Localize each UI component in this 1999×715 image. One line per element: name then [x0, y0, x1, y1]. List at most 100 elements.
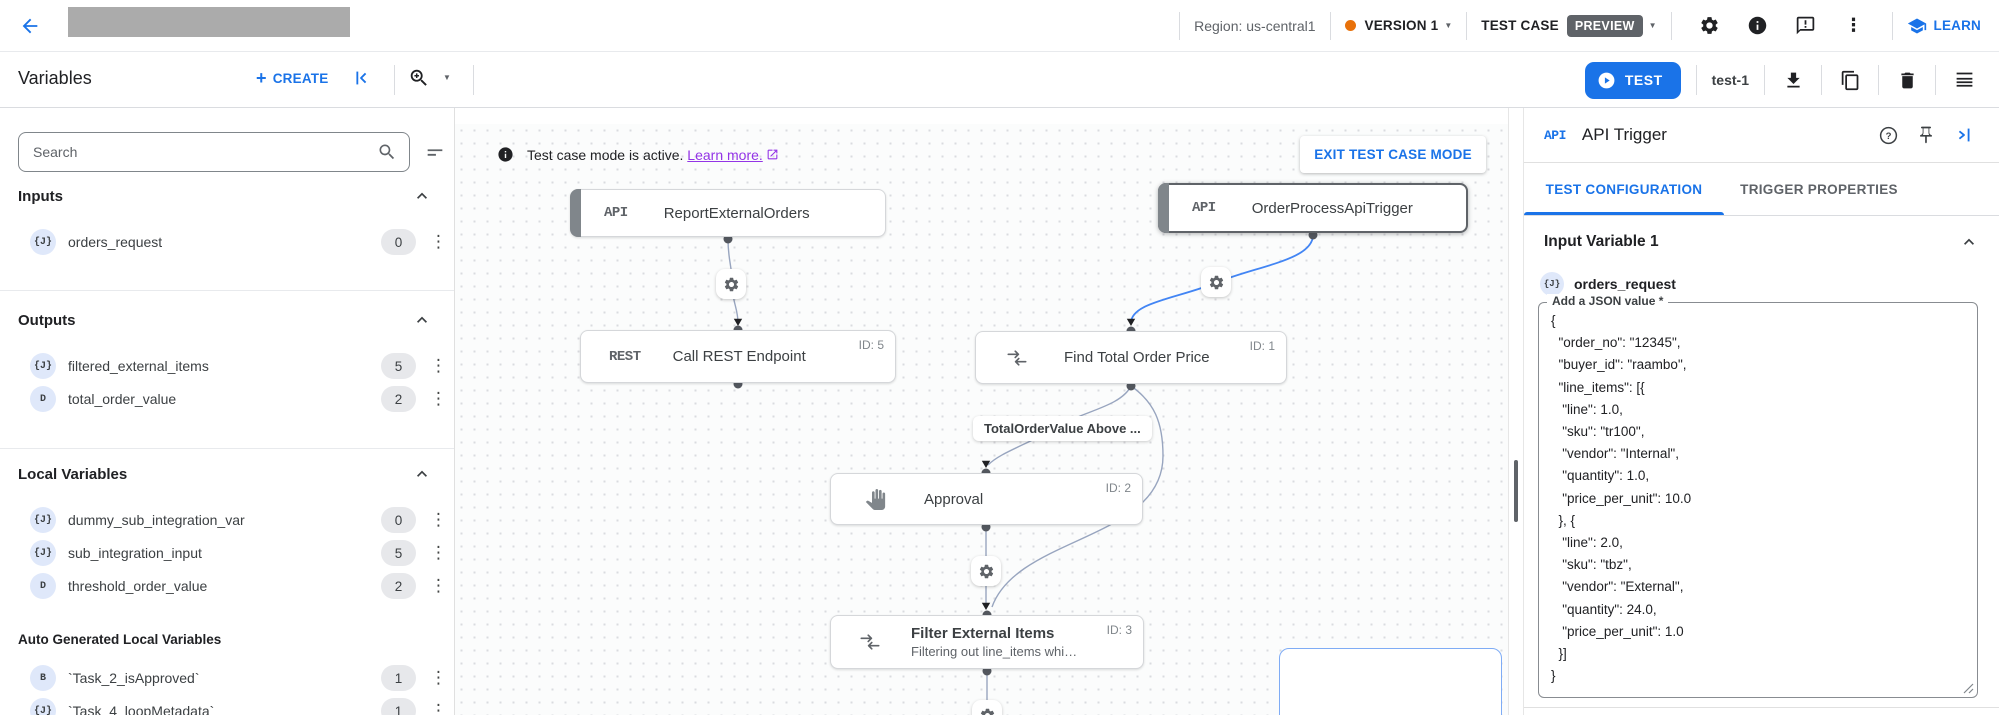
- divider: [1179, 11, 1181, 40]
- divider: [0, 290, 454, 291]
- api-trigger-accent-bar: [570, 189, 581, 237]
- play-icon: [1598, 72, 1615, 88]
- tab-trigger-properties[interactable]: TRIGGER PROPERTIES: [1740, 181, 1898, 197]
- variable-row[interactable]: D threshold_order_value 2 ⋮: [30, 572, 447, 600]
- edge-settings-gear-icon[interactable]: [971, 556, 1001, 586]
- json-type-icon: {J}: [30, 353, 56, 379]
- variable-row[interactable]: {J} orders_request 0 ⋮: [30, 228, 447, 256]
- settings-gear-icon[interactable]: [1697, 13, 1723, 39]
- chevron-up-icon[interactable]: [1959, 232, 1979, 252]
- node-filter-external-items[interactable]: Filter External Items Filtering out line…: [830, 615, 1144, 669]
- edge-condition-label[interactable]: TotalOrderValue Above ...: [973, 416, 1152, 441]
- variable-row[interactable]: B `Task_2_isApproved` 1 ⋮: [30, 664, 447, 692]
- divider: [1466, 11, 1468, 40]
- variable-row[interactable]: {J} filtered_external_items 5 ⋮: [30, 352, 447, 380]
- json-value-text[interactable]: { "order_no": "12345", "buyer_id": "raam…: [1551, 313, 1692, 684]
- node-id: ID: 5: [858, 338, 884, 352]
- count-badge: 5: [381, 540, 416, 566]
- tab-test-configuration[interactable]: TEST CONFIGURATION: [1524, 163, 1724, 215]
- chevron-down-icon: ▼: [1444, 20, 1453, 30]
- node-find-total-order-price[interactable]: Find Total Order Price ID: 1: [975, 331, 1287, 384]
- redacted-title-block: [68, 7, 350, 37]
- menu-list-icon[interactable]: [1951, 67, 1977, 93]
- variable-row[interactable]: D total_order_value 2 ⋮: [30, 385, 447, 413]
- local-variables-section-header: Local Variables: [18, 464, 432, 484]
- edge-settings-gear-icon[interactable]: [972, 700, 1002, 715]
- test-case-name[interactable]: test-1: [1711, 72, 1749, 88]
- approval-hand-icon: [865, 488, 886, 510]
- more-vert-icon[interactable]: ⋮: [430, 389, 447, 408]
- version-dropdown[interactable]: VERSION 1 ▼: [1344, 18, 1453, 33]
- more-vert-icon[interactable]: ⋮: [1844, 15, 1863, 35]
- data-mapping-icon: [1007, 349, 1027, 366]
- zoom-in-icon: [410, 69, 427, 86]
- more-vert-icon[interactable]: ⋮: [430, 510, 447, 529]
- plus-icon: +: [256, 68, 267, 88]
- download-icon[interactable]: [1780, 67, 1806, 93]
- variable-row[interactable]: {J} sub_integration_input 5 ⋮: [30, 539, 447, 567]
- chevron-up-icon[interactable]: [412, 310, 432, 330]
- preview-badge: PREVIEW: [1566, 14, 1643, 37]
- chevron-up-icon[interactable]: [412, 186, 432, 206]
- integration-canvas[interactable]: Test case mode is active. Learn more. EX…: [455, 108, 1508, 715]
- json-type-icon: {J}: [1540, 272, 1564, 296]
- exit-test-case-mode-button[interactable]: EXIT TEST CASE MODE: [1300, 136, 1486, 173]
- panel-gutter: [1508, 108, 1524, 715]
- search-input[interactable]: [19, 144, 377, 160]
- feedback-icon[interactable]: [1793, 13, 1819, 39]
- scrollbar-thumb[interactable]: [1514, 460, 1518, 522]
- more-vert-icon[interactable]: ⋮: [430, 701, 447, 715]
- more-vert-icon[interactable]: ⋮: [430, 543, 447, 562]
- info-icon[interactable]: [1745, 13, 1771, 39]
- count-badge: 0: [381, 507, 416, 533]
- test-case-dropdown[interactable]: TEST CASE PREVIEW ▼: [1481, 14, 1657, 37]
- more-vert-icon[interactable]: ⋮: [430, 576, 447, 595]
- variable-row[interactable]: {J} `Task_4_loopMetadata` 1 ⋮: [30, 697, 447, 715]
- search-box: [18, 132, 410, 172]
- variable-row[interactable]: {J} dummy_sub_integration_var 0 ⋮: [30, 506, 447, 534]
- node-report-external-orders[interactable]: API ReportExternalOrders: [570, 189, 886, 237]
- resize-handle-icon[interactable]: [1963, 683, 1974, 694]
- divider: [1524, 707, 1999, 708]
- chevron-down-icon: ▼: [1648, 20, 1657, 30]
- edge-settings-gear-icon[interactable]: [716, 269, 746, 299]
- variable-row: {J} orders_request: [1540, 272, 1676, 296]
- double-type-icon: D: [30, 386, 56, 412]
- info-icon: [497, 146, 514, 163]
- pin-icon[interactable]: [1913, 122, 1939, 148]
- node-id: ID: 2: [1105, 481, 1131, 495]
- data-mapping-icon: [860, 634, 880, 650]
- json-type-icon: {J}: [30, 540, 56, 566]
- collapse-sidebar-icon[interactable]: [350, 67, 372, 89]
- zoom-control-dropdown[interactable]: ▼: [408, 67, 451, 89]
- learn-more-link[interactable]: Learn more.: [687, 147, 763, 163]
- outputs-section-header: Outputs: [18, 310, 432, 330]
- node-order-process-api-trigger[interactable]: API OrderProcessApiTrigger: [1158, 183, 1468, 233]
- json-type-icon: {J}: [30, 507, 56, 533]
- edge-settings-gear-icon[interactable]: [1201, 267, 1231, 297]
- more-vert-icon[interactable]: ⋮: [430, 668, 447, 687]
- chevron-up-icon[interactable]: [412, 464, 432, 484]
- double-type-icon: D: [30, 573, 56, 599]
- sort-icon[interactable]: [424, 142, 446, 164]
- create-variable-button[interactable]: + CREATE: [256, 68, 329, 88]
- duplicate-icon[interactable]: [1837, 67, 1863, 93]
- divider: [1891, 11, 1893, 40]
- back-arrow-icon[interactable]: [16, 12, 44, 40]
- node-id: ID: 1: [1249, 339, 1275, 353]
- node-approval[interactable]: Approval ID: 2: [830, 473, 1143, 525]
- learn-button[interactable]: LEARN: [1907, 16, 1982, 36]
- json-value-field[interactable]: Add a JSON value * { "order_no": "12345"…: [1538, 294, 1978, 698]
- divider: [1935, 65, 1936, 95]
- delete-icon[interactable]: [1894, 67, 1920, 93]
- more-vert-icon[interactable]: ⋮: [430, 356, 447, 375]
- help-icon[interactable]: ?: [1875, 122, 1901, 148]
- input-variable-section-header: Input Variable 1: [1544, 232, 1979, 252]
- divider: [0, 448, 454, 449]
- node-call-rest-endpoint[interactable]: REST Call REST Endpoint ID: 5: [580, 330, 896, 383]
- test-button[interactable]: TEST: [1584, 61, 1681, 99]
- empty-note-box[interactable]: [1279, 648, 1502, 715]
- collapse-panel-icon[interactable]: [1951, 122, 1977, 148]
- divider: [1329, 11, 1331, 40]
- more-vert-icon[interactable]: ⋮: [430, 232, 447, 251]
